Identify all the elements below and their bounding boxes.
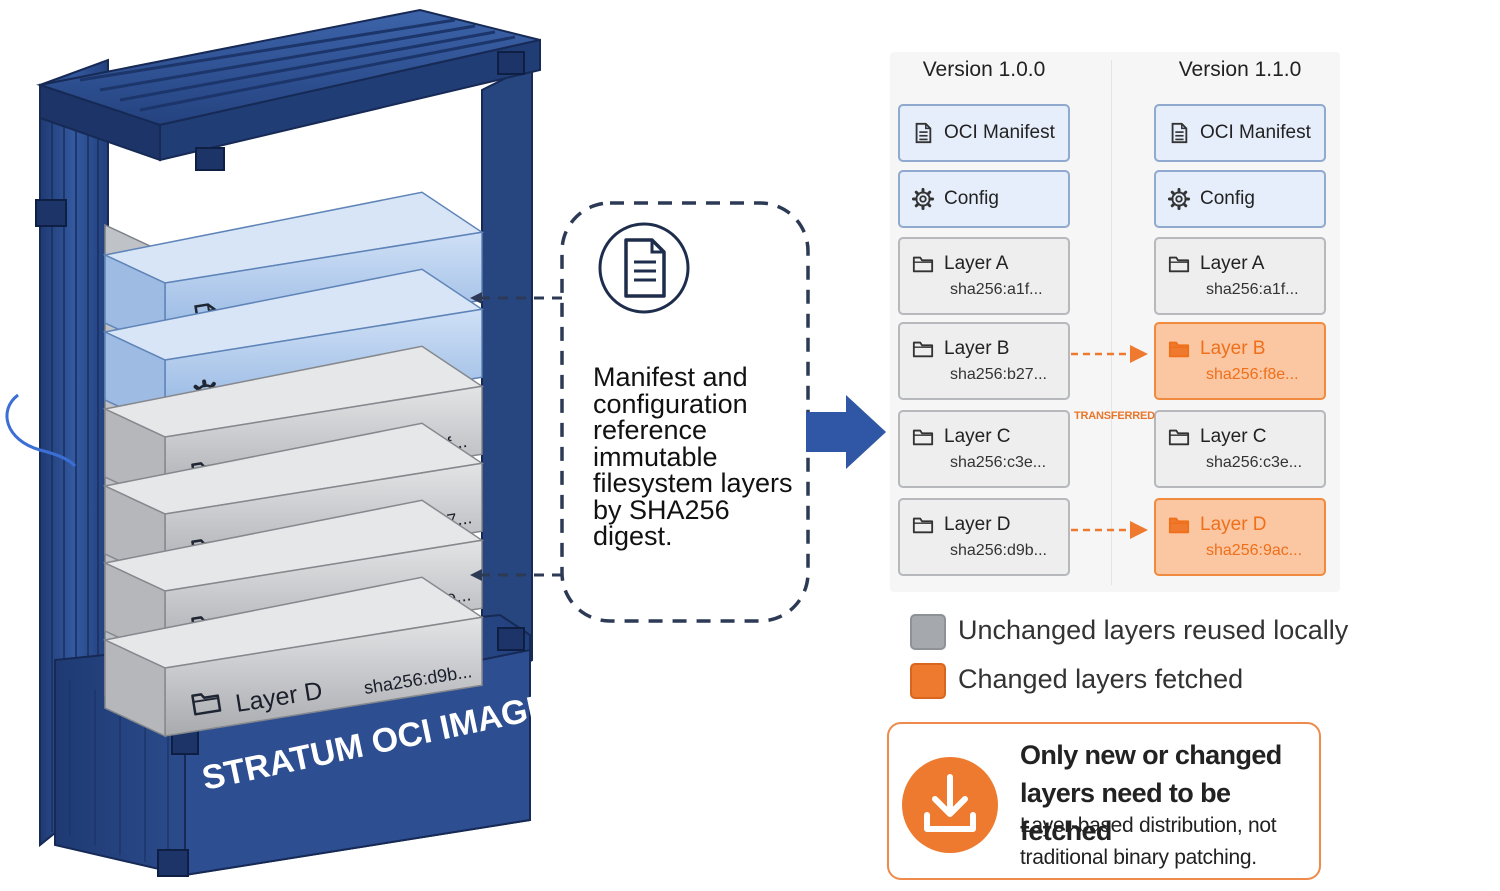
layer-box-oci-manifest: OCI Manifest xyxy=(898,104,1070,162)
layer-box-config: Config xyxy=(898,170,1070,228)
folder-icon xyxy=(191,693,222,716)
layer-box-hash: sha256:f8e... xyxy=(1206,366,1299,383)
folder-icon xyxy=(912,256,934,273)
layer-box-label: OCI Manifest xyxy=(944,122,1055,143)
document-icon xyxy=(598,222,690,314)
transferred-label: TRANSFERRED xyxy=(1074,410,1155,422)
layer-box-config: Config xyxy=(1154,170,1326,228)
gear-icon xyxy=(1168,188,1190,210)
layer-box-hash: sha256:d9b... xyxy=(950,542,1047,559)
legend-label-unchanged: Unchanged layers reused locally xyxy=(958,615,1349,645)
layer-box-label: OCI Manifest xyxy=(1200,122,1311,143)
layer-box-layer-a: Layer A sha256:a1f... xyxy=(1154,237,1326,315)
layer-box-hash: sha256:c3e... xyxy=(1206,454,1303,471)
folder-icon xyxy=(912,429,934,446)
legend-swatch-changed xyxy=(910,663,946,699)
layer-box-layer-c: Layer C sha256:c3e... xyxy=(898,410,1070,488)
version-left-title: Version 1.0.0 xyxy=(922,58,1046,81)
container-roof xyxy=(35,8,541,227)
folder-icon xyxy=(912,341,934,358)
layer-box-layer-c: Layer C sha256:c3e... xyxy=(1154,410,1326,488)
folder-icon xyxy=(912,517,934,534)
layer-box-label: Layer A xyxy=(944,253,1009,274)
fetch-note-title: Only new or changed layers need to be fe… xyxy=(1020,740,1282,846)
folder-icon xyxy=(1168,341,1190,358)
layer-box-label: Layer B xyxy=(1200,338,1266,359)
layer-box-hash: sha256:9ac... xyxy=(1206,542,1303,559)
layer-box-oci-manifest: OCI Manifest xyxy=(1154,104,1326,162)
layer-box-label: Layer C xyxy=(944,426,1011,447)
document-icon xyxy=(915,122,932,144)
layer-box-hash: sha256:b27... xyxy=(950,366,1047,383)
fetch-note-subtitle: Layer-based distribution, not traditiona… xyxy=(1020,814,1277,869)
layer-box-layer-d: Layer D sha256:d9b... xyxy=(898,498,1070,576)
version-divider xyxy=(1111,60,1112,585)
transfer-arrows xyxy=(1071,345,1148,539)
transfer-arrowhead-d xyxy=(1130,521,1148,539)
layer-box-hash: sha256:c3e... xyxy=(950,454,1047,471)
container-illustration: STRATUM OCI IMAGE OCI ManifestConfigLaye… xyxy=(5,8,553,877)
transfer-arrowhead-b xyxy=(1130,345,1148,363)
callout-text: Manifest and configuration reference imm… xyxy=(593,362,793,551)
legend-swatch-unchanged xyxy=(910,614,946,650)
document-icon xyxy=(1171,122,1188,144)
gear-icon xyxy=(912,188,934,210)
legend-label-changed: Changed layers fetched xyxy=(958,664,1244,694)
hook-icon xyxy=(5,393,77,468)
layer-box-label: Layer D xyxy=(1200,514,1267,535)
folder-icon xyxy=(1168,256,1190,273)
layer-box-hash: sha256:a1f... xyxy=(1206,281,1299,298)
layer-box-label: Config xyxy=(944,188,999,209)
layer-box-label: Layer A xyxy=(1200,253,1265,274)
layer-box-layer-b: Layer B sha256:b27... xyxy=(898,322,1070,400)
layer-box-hash: sha256:a1f... xyxy=(950,281,1043,298)
layer-box-layer-a: Layer A sha256:a1f... xyxy=(898,237,1070,315)
flow-arrow xyxy=(806,395,886,469)
layer-box-label: Layer B xyxy=(944,338,1010,359)
arrowhead-manifest xyxy=(470,292,482,304)
folder-icon xyxy=(1168,429,1190,446)
layer-box-label: Layer D xyxy=(944,514,1011,535)
callout-illustration xyxy=(470,201,886,623)
layer-box-layer-b: Layer B sha256:f8e... xyxy=(1154,322,1326,400)
version-right-title: Version 1.1.0 xyxy=(1178,58,1302,81)
folder-icon xyxy=(1168,517,1190,534)
arrowhead-layers xyxy=(470,569,482,581)
layer-box-layer-d: Layer D sha256:9ac... xyxy=(1154,498,1326,576)
layer-box-label: Layer C xyxy=(1200,426,1267,447)
layer-box-label: Config xyxy=(1200,188,1255,209)
download-icon xyxy=(902,757,998,853)
